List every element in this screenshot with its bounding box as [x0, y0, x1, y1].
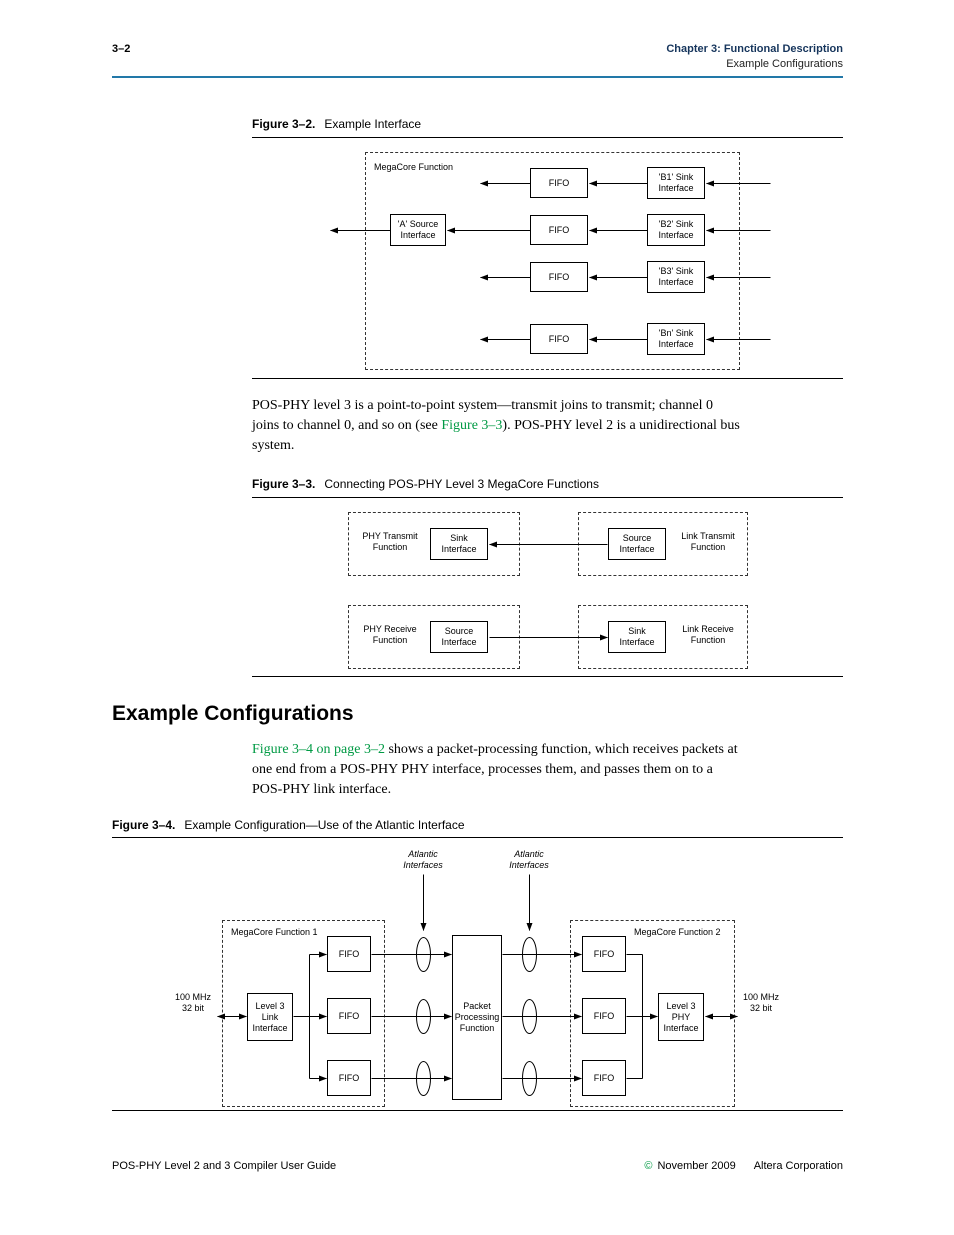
figure-3-4-link[interactable]: Figure 3–4 on page 3–2 — [252, 742, 385, 757]
header-rule — [112, 76, 843, 78]
figure-3-2-caption-label: Figure 3–2. — [252, 117, 316, 131]
clock-label-left: 100 MHz 32 bit — [174, 992, 211, 1013]
link-transmit-function-label: Link Transmit Function — [681, 531, 735, 552]
atlantic-connection-ellipse — [416, 1061, 431, 1096]
figure-3-2-caption-title: Example Interface — [324, 117, 422, 131]
megacore-function-2-label: MegaCore Function 2 — [634, 927, 721, 937]
megacore-function-1-label: MegaCore Function 1 — [231, 927, 318, 937]
footer-company: Altera Corporation — [753, 1160, 843, 1172]
atlantic-interfaces-label-1: Atlantic Interfaces — [403, 849, 443, 870]
footer-date: November 2009 — [657, 1160, 736, 1172]
atlantic-connection-ellipse — [522, 1061, 537, 1096]
sink-interface-b3-box: 'B3' Sink Interface — [647, 261, 705, 293]
mf1-fifo-box-2: FIFO — [327, 998, 371, 1034]
paragraph-1-text-after: ). POS-PHY level 2 is a unidirectional b… — [252, 418, 740, 453]
paragraph-example-config: Figure 3–4 on page 3–2 shows a packet-pr… — [252, 740, 892, 800]
figure-3-2-caption-rule — [252, 137, 843, 138]
figure-3-4-caption-label: Figure 3–4. — [112, 818, 176, 832]
fifo-box-4: FIFO — [530, 324, 588, 354]
sink-interface-b1-box: 'B1' Sink Interface — [647, 167, 705, 199]
figure-3-3-link[interactable]: Figure 3–3 — [441, 418, 503, 433]
figure-3-4-caption-rule — [112, 837, 843, 838]
footer-right: © November 2009 Altera Corporation — [644, 1160, 843, 1172]
megacore-function-boundary — [365, 152, 740, 370]
mf1-fifo-box-1: FIFO — [327, 936, 371, 972]
clock-label-right: 100 MHz 32 bit — [742, 992, 779, 1013]
header-section-title: Example Configurations — [726, 58, 843, 70]
sink-interface-receive-box: Sink Interface — [608, 621, 666, 653]
figure-3-4-bottom-rule — [112, 1110, 843, 1111]
link-receive-function-label: Link Receive Function — [682, 624, 734, 645]
header-right: Chapter 3: Functional Description Exampl… — [666, 43, 843, 70]
mf2-fifo-box-2: FIFO — [582, 998, 626, 1034]
figure-3-2-bottom-rule — [252, 378, 843, 379]
fifo-box-3: FIFO — [530, 262, 588, 292]
figure-3-3-caption-title: Connecting POS-PHY Level 3 MegaCore Func… — [324, 477, 599, 491]
figure-3-3-caption-label: Figure 3–3. — [252, 477, 316, 491]
header-chapter-title: Chapter 3: Functional Description — [666, 43, 843, 55]
sink-interface-b2-box: 'B2' Sink Interface — [647, 214, 705, 246]
fifo-box-1: FIFO — [530, 168, 588, 198]
figure-3-3-caption-rule — [252, 497, 843, 498]
fifo-box-2: FIFO — [530, 215, 588, 245]
figure-3-2-caption: Figure 3–2. Example Interface — [252, 117, 421, 131]
source-interface-receive-box: Source Interface — [430, 621, 488, 653]
atlantic-connection-ellipse — [522, 937, 537, 972]
figure-3-4-caption-title: Example Configuration—Use of the Atlanti… — [184, 818, 465, 832]
sink-interface-transmit-box: Sink Interface — [430, 528, 488, 560]
section-heading-example-configurations: Example Configurations — [112, 702, 354, 725]
mf2-fifo-box-3: FIFO — [582, 1060, 626, 1096]
footer-copyright-symbol: © — [644, 1160, 653, 1172]
paragraph-pos-phy: POS-PHY level 3 is a point-to-point syst… — [252, 396, 892, 456]
figure-3-3-bottom-rule — [252, 676, 843, 677]
header-page-number: 3–2 — [112, 43, 131, 55]
paragraph-2-text-after: shows a packet-processing function, whic… — [252, 742, 738, 797]
phy-receive-function-label: PHY Receive Function — [363, 624, 417, 645]
sink-interface-bn-box: 'Bn' Sink Interface — [647, 323, 705, 355]
mf1-fifo-box-3: FIFO — [327, 1060, 371, 1096]
phy-transmit-function-label: PHY Transmit Function — [362, 531, 418, 552]
packet-processing-function-box: Packet Processing Function — [452, 935, 502, 1100]
level3-phy-interface-box: Level 3 PHY Interface — [658, 993, 704, 1041]
atlantic-interfaces-label-2: Atlantic Interfaces — [509, 849, 549, 870]
atlantic-connection-ellipse — [416, 937, 431, 972]
atlantic-connection-ellipse — [416, 999, 431, 1034]
mf2-fifo-box-1: FIFO — [582, 936, 626, 972]
atlantic-connection-ellipse — [522, 999, 537, 1034]
level3-link-interface-box: Level 3 Link Interface — [247, 993, 293, 1041]
source-interface-transmit-box: Source Interface — [608, 528, 666, 560]
source-interface-a-box: 'A' Source Interface — [390, 214, 446, 246]
megacore-function-label: MegaCore Function — [374, 162, 454, 172]
figure-3-4-caption: Figure 3–4. Example Configuration—Use of … — [112, 818, 465, 832]
paragraph-1-text-before: POS-PHY level 3 is a point-to-point syst… — [252, 398, 714, 433]
footer-document-title: POS-PHY Level 2 and 3 Compiler User Guid… — [112, 1160, 337, 1172]
figure-3-3-caption: Figure 3–3. Connecting POS-PHY Level 3 Me… — [252, 477, 599, 491]
